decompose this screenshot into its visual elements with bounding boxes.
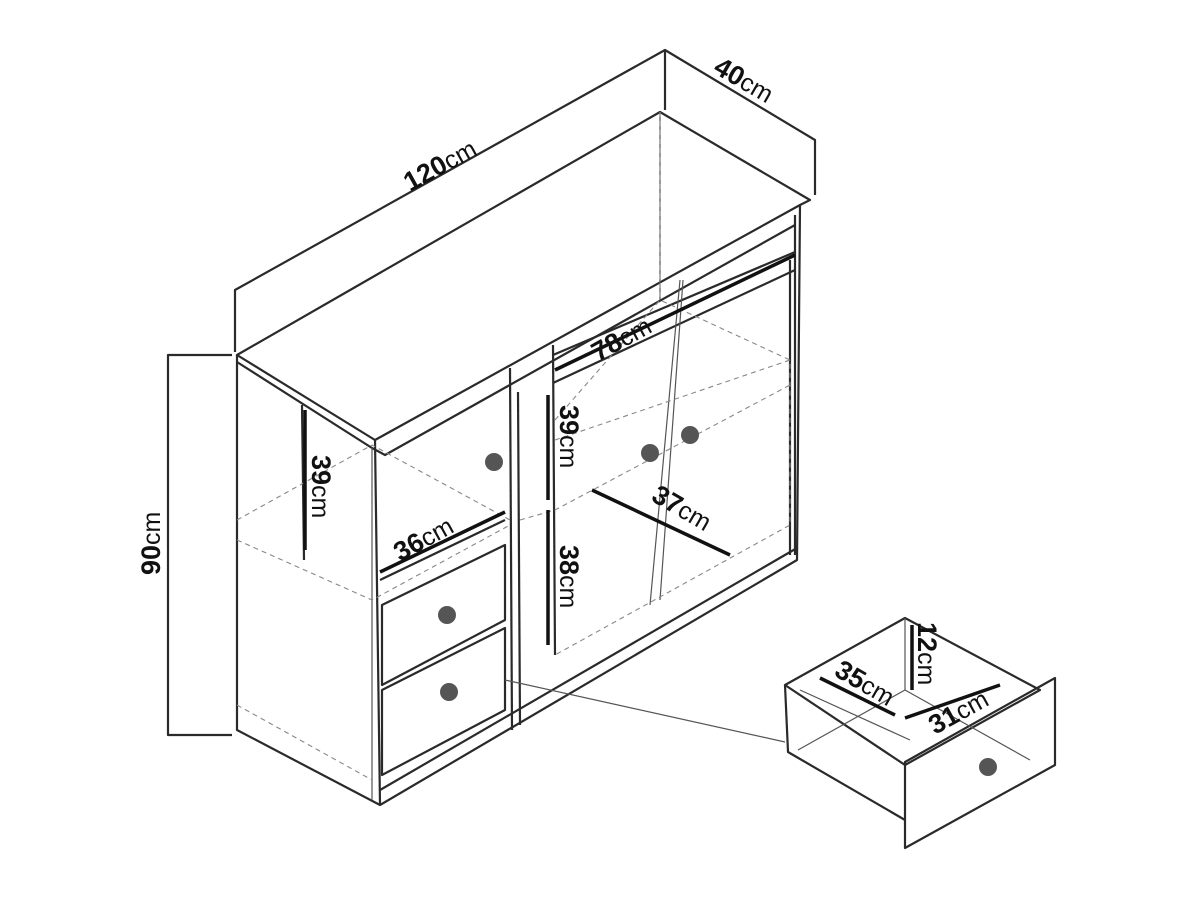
callout-line (504, 679, 786, 743)
drawer-height-label: 12cm (912, 622, 942, 685)
drawer-knob (979, 758, 997, 776)
knob (641, 444, 659, 462)
dimension-guides (166, 48, 817, 737)
left-shelf-height-label: 39cm (306, 455, 336, 518)
cabinet-body (235, 110, 812, 807)
depth-label: 40cm (709, 51, 779, 109)
drawer-width-label: 35cm (830, 654, 900, 712)
interior-dimension-bars (303, 253, 796, 645)
height-label: 90cm (136, 512, 166, 575)
width-label: 120cm (398, 133, 481, 197)
knob (681, 426, 699, 444)
right-upper-height-label: 39cm (554, 405, 584, 468)
drawer-detail (783, 616, 1057, 850)
knob (440, 683, 458, 701)
door-compartment-width-label: 78cm (586, 310, 656, 367)
knob (438, 606, 456, 624)
knob (485, 453, 503, 471)
right-lower-height-label: 38cm (554, 545, 584, 608)
